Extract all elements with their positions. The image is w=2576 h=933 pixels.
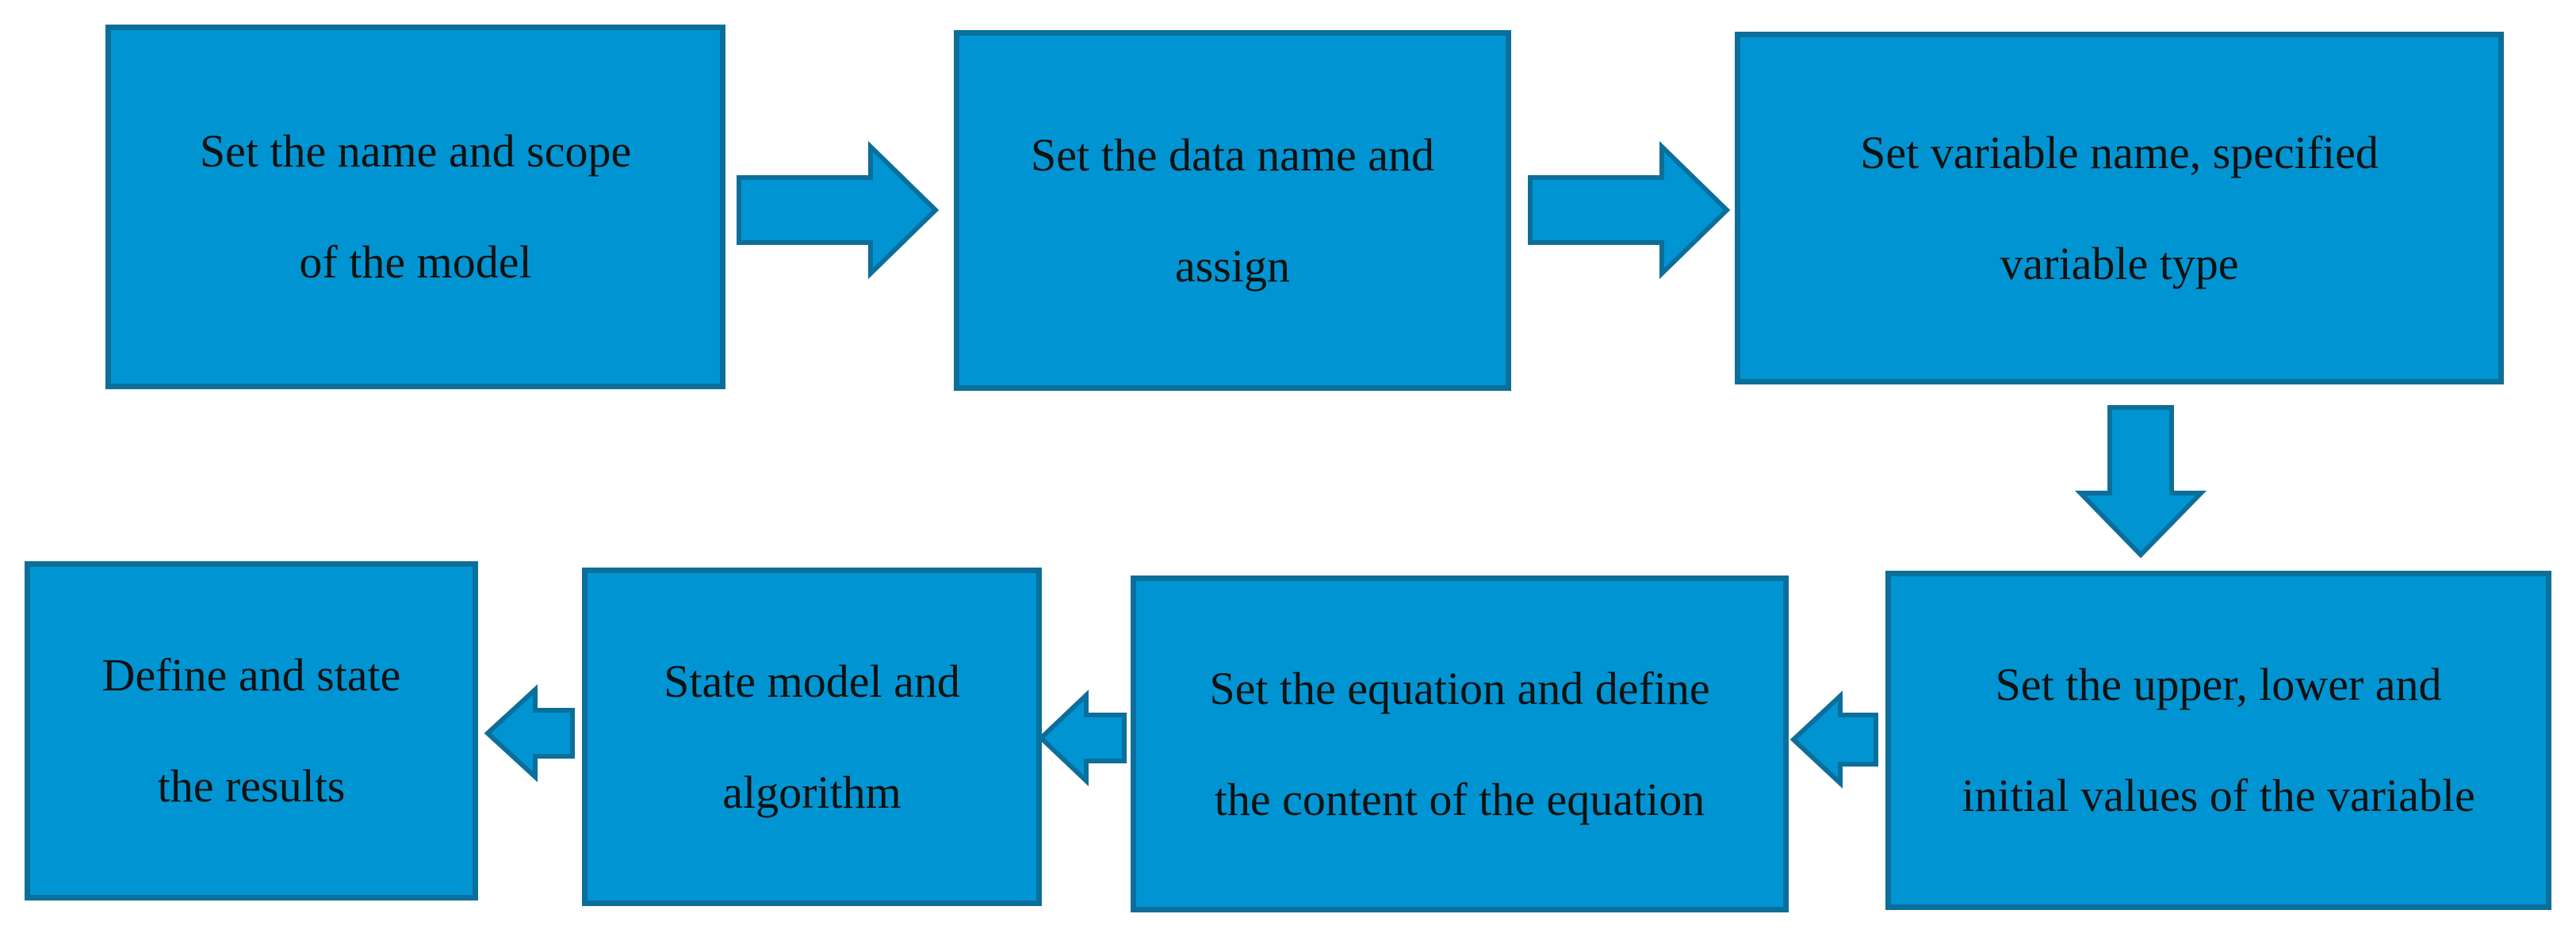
step-box-results: Define and state the results — [25, 561, 478, 900]
step-label: Set the name and scope of the model — [199, 125, 632, 288]
step-label: Set variable name, specified variable ty… — [1860, 126, 2379, 289]
step-box-bounds-values: Set the upper, lower and initial values … — [1885, 571, 2551, 910]
step-box-variable-name: Set variable name, specified variable ty… — [1735, 32, 2504, 384]
step-box-equation: Set the equation and define the content … — [1131, 575, 1789, 912]
arrow-right-icon — [1528, 140, 1731, 280]
arrow-left-icon — [1789, 690, 1878, 789]
arrow-left-icon — [484, 684, 575, 782]
step-label: Set the data name and assign — [1031, 128, 1434, 292]
step-box-data-name: Set the data name and assign — [954, 30, 1511, 391]
arrow-down-icon — [2074, 405, 2207, 559]
step-box-model-algorithm: State model and algorithm — [582, 568, 1042, 906]
arrow-left-icon — [1037, 690, 1127, 786]
step-label: Set the upper, lower and initial values … — [1962, 659, 2475, 821]
arrow-right-icon — [737, 140, 940, 280]
step-label: Define and state the results — [101, 649, 401, 812]
step-label: State model and algorithm — [664, 655, 960, 818]
step-label: Set the equation and define the content … — [1209, 662, 1710, 825]
step-box-name-scope: Set the name and scope of the model — [105, 25, 725, 389]
